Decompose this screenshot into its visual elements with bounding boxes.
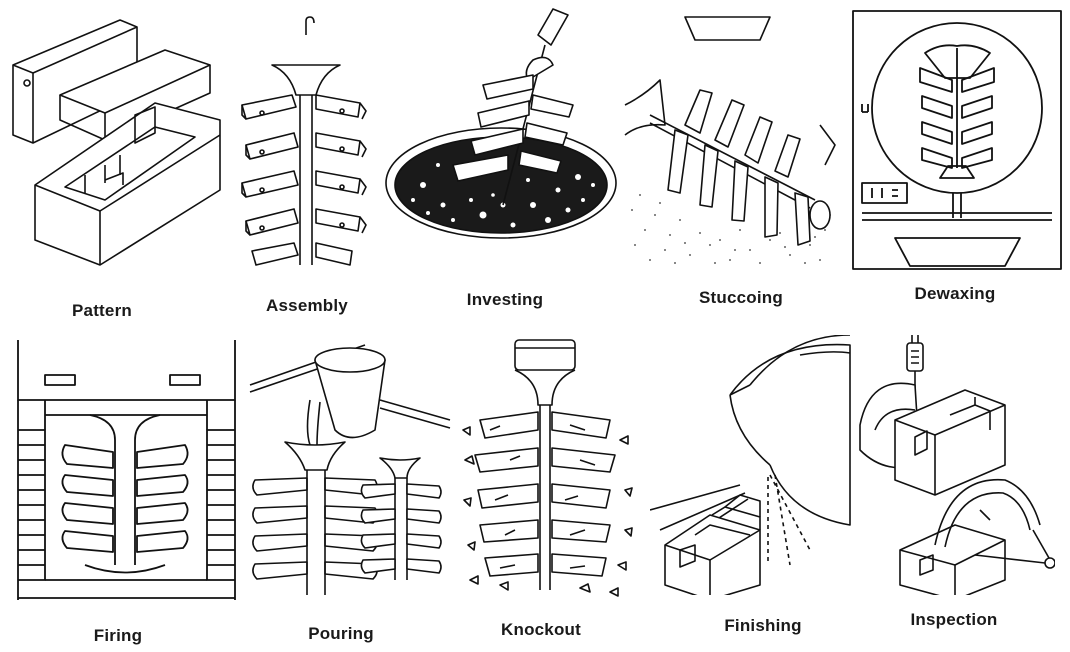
sand-coating-icon <box>620 5 845 270</box>
gauge-inspect-icon <box>855 335 1055 595</box>
step-label-pattern: Pattern <box>72 301 132 321</box>
step-label-inspection: Inspection <box>910 610 997 630</box>
step-label-assembly: Assembly <box>266 296 348 316</box>
wax-tree-icon <box>232 15 372 285</box>
step-label-dewaxing: Dewaxing <box>915 284 996 304</box>
ladle-pour-icon <box>245 330 455 605</box>
slurry-dip-icon <box>383 5 618 255</box>
pattern-die-icon <box>5 15 235 285</box>
grinding-wheel-icon <box>650 335 860 595</box>
step-label-investing: Investing <box>467 290 543 310</box>
step-label-knockout: Knockout <box>501 620 581 640</box>
step-label-finishing: Finishing <box>724 616 801 636</box>
furnace-icon <box>15 340 240 610</box>
shell-break-icon <box>460 330 640 605</box>
autoclave-icon <box>850 8 1065 273</box>
step-label-stuccoing: Stuccoing <box>699 288 783 308</box>
step-label-pouring: Pouring <box>308 624 374 644</box>
step-label-firing: Firing <box>94 626 142 646</box>
